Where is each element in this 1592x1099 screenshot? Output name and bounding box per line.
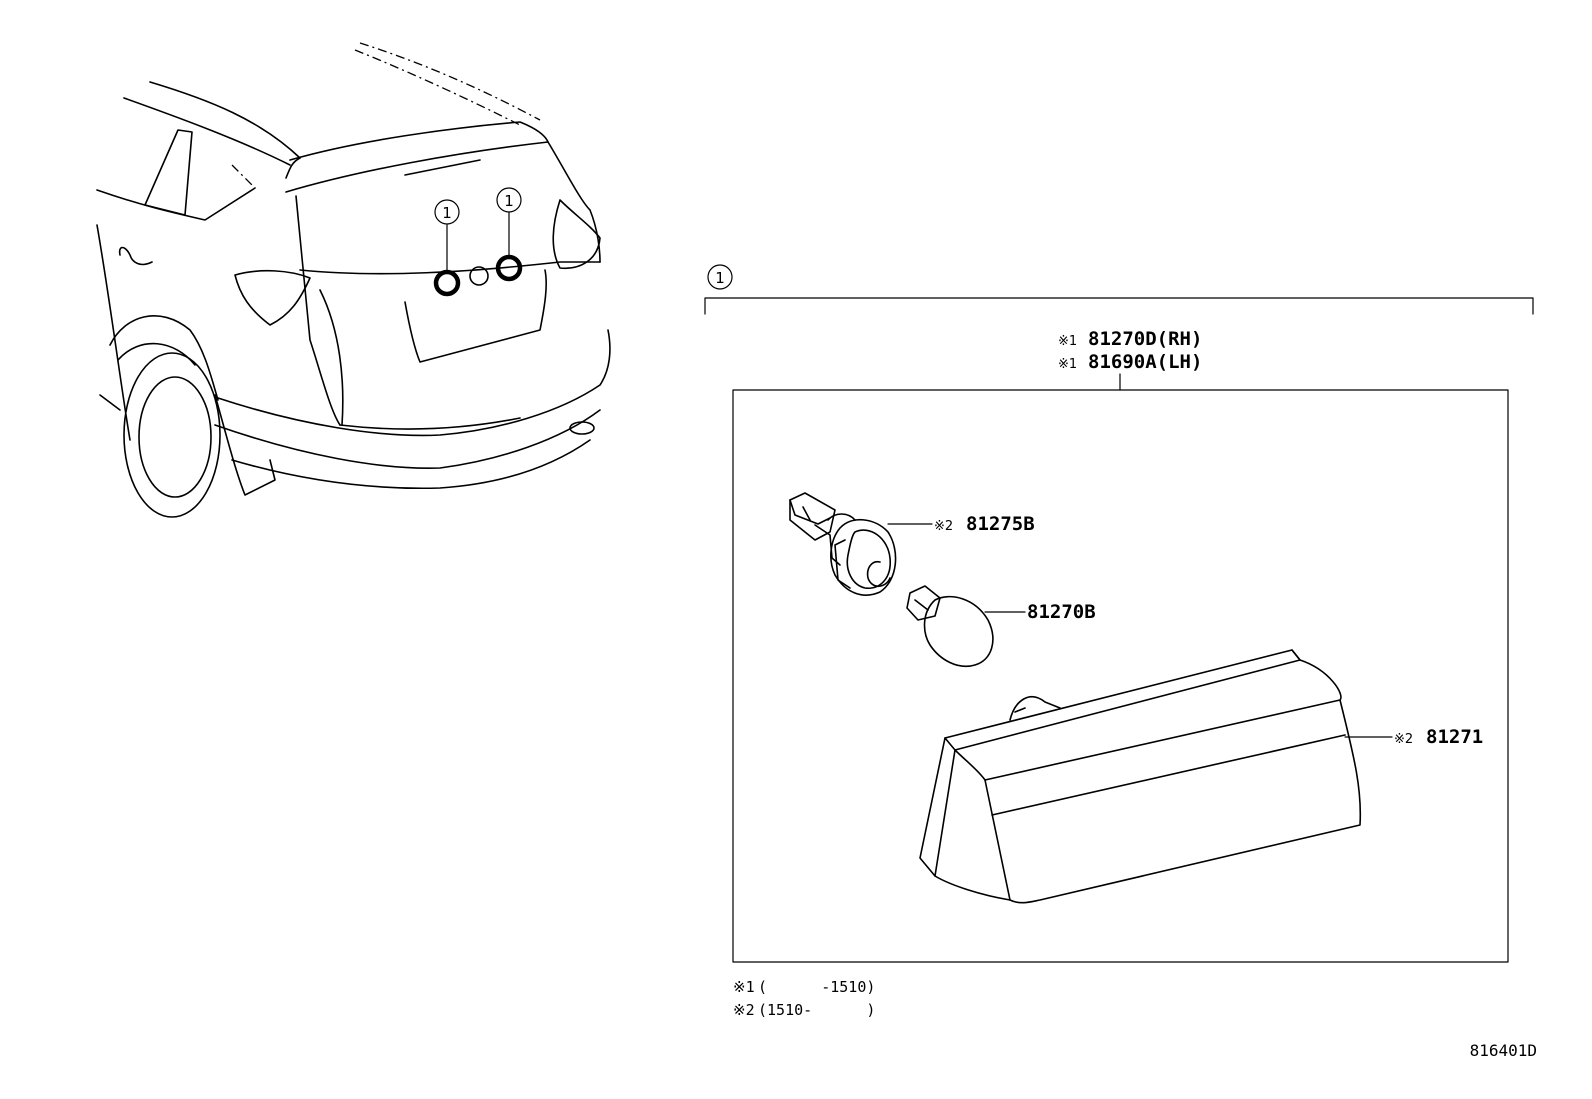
wedge-bulb-illustration — [906, 585, 994, 667]
callout-ref-right: 1 — [504, 192, 514, 210]
production-date-notes: ※1 ( -1510) ※2 (1510- ) — [733, 978, 875, 1019]
assembly-rh-mark: ※1 — [1058, 334, 1077, 349]
assembly-lh-mark: ※1 — [1058, 357, 1077, 372]
note-2-mark: ※2 — [733, 1001, 755, 1019]
note-1-range: ( -1510) — [758, 978, 875, 996]
lamp-lens-illustration — [919, 649, 1362, 904]
lens-part-number: 81271 — [1426, 726, 1483, 748]
socket-part-number: 81275B — [966, 513, 1035, 535]
bulb-part-number: 81270B — [1027, 601, 1096, 623]
bulb-socket-illustration — [789, 492, 897, 596]
socket-mark: ※2 — [934, 519, 953, 534]
assembly-detail-box — [732, 389, 1509, 963]
vehicle-rear-illustration: 1 1 — [96, 42, 611, 518]
callout-ref-left: 1 — [442, 204, 452, 222]
assembly-bracket: 1 — [704, 264, 1534, 315]
lens-mark: ※2 — [1394, 732, 1413, 747]
diagram-code: 816401D — [1470, 1041, 1537, 1060]
assembly-lh-part-number: 81690A(LH) — [1088, 351, 1202, 373]
note-1-mark: ※1 — [733, 978, 755, 996]
note-2-range: (1510- ) — [758, 1001, 875, 1019]
callout-ref-assembly: 1 — [715, 269, 725, 287]
assembly-part-numbers: ※1 81270D(RH) ※1 81690A(LH) — [1058, 328, 1202, 391]
assembly-rh-part-number: 81270D(RH) — [1088, 328, 1202, 350]
